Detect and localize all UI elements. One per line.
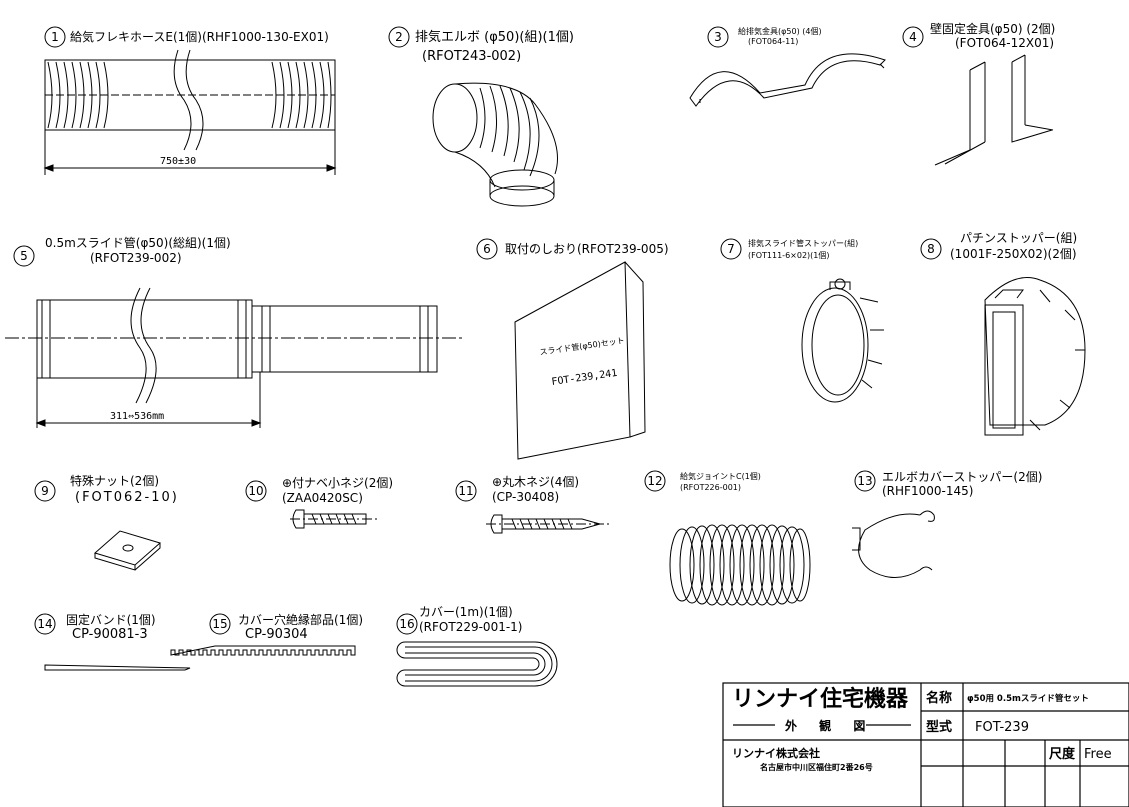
part-8-code: (1001F-250X02)(2個)	[950, 247, 1077, 261]
part-7-number: 7	[727, 242, 735, 256]
name-label: 名称	[926, 690, 952, 706]
part-9-number: 9	[41, 484, 49, 498]
part-8-number: 8	[927, 242, 935, 256]
part-13: 13 エルボカバーストッパー(2個) (RHF1000-145)	[852, 470, 1042, 578]
part-6: 6 取付のしおり(RFOT239-005) スライド管(φ50)セット FOT-…	[476, 238, 669, 460]
slide-pipe-illustration	[5, 287, 465, 428]
part-11-number: 11	[458, 484, 473, 498]
name-value: φ50用 0.5mスライド管セット	[967, 693, 1089, 704]
part-14-number: 14	[37, 617, 52, 631]
part-2-code: (RFOT243-002)	[422, 49, 521, 64]
part-11: 11 ⊕丸木ネジ(4個) (CP-30408)	[455, 475, 610, 534]
part-14-name: 固定バンド(1個)	[66, 612, 156, 627]
flex-hose-illustration	[43, 49, 337, 175]
part-1-dimension: 750±30	[160, 156, 196, 167]
part-12-number: 12	[647, 474, 662, 488]
part-16-number: 16	[399, 617, 414, 631]
title-company: リンナイ株式会社	[732, 746, 820, 760]
title-block: リンナイ住宅機器 外 観 図 リンナイ株式会社 名古屋市中川区福住町2番26号 …	[722, 682, 1129, 807]
wall-bracket-illustration	[934, 54, 1054, 166]
part-15-name: カバー穴絶縁部品(1個)	[238, 612, 363, 627]
part-8: 8 パチンストッパー(組) (1001F-250X02)(2個)	[920, 231, 1086, 436]
part-9-name: 特殊ナット(2個)	[70, 473, 159, 488]
part-3-number: 3	[714, 30, 722, 44]
booklet-illustration	[514, 261, 646, 460]
part-2-number: 2	[395, 30, 403, 44]
part-16-name: カバー(1m)(1個)	[419, 605, 513, 619]
booklet-line-2: FOT-239,241	[551, 368, 618, 388]
stopper-illustration	[801, 278, 884, 403]
part-16-code: (RFOT229-001-1)	[419, 620, 522, 634]
part-11-name: ⊕丸木ネジ(4個)	[492, 475, 579, 489]
part-12-name: 給気ジョイントC(1個)	[680, 471, 761, 481]
title-address: 名古屋市中川区福住町2番26号	[760, 762, 873, 772]
part-10-name: ⊕付ナベ小ネジ(2個)	[282, 476, 393, 490]
part-4-name: 壁固定金具(φ50) (2個)	[930, 21, 1055, 36]
booklet-line-1: スライド管(φ50)セット	[539, 335, 625, 357]
part-14-code: CP-90081-3	[72, 627, 148, 642]
part-5-name: 0.5mスライド管(φ50)(総組)(1個)	[45, 235, 231, 250]
snap-stopper-illustration	[984, 277, 1086, 436]
part-1-name: 給気フレキホースE(1個)(RHF1000-130-EX01)	[70, 29, 329, 44]
model-value: FOT-239	[975, 720, 1029, 735]
part-10-code: (ZAA0420SC)	[282, 491, 363, 505]
nut-illustration	[93, 530, 162, 571]
part-15-code: CP-90304	[245, 627, 308, 642]
part-2: 2 排気エルボ (φ50)(組)(1個) (RFOT243-002)	[388, 26, 574, 207]
elbow-illustration	[432, 82, 558, 207]
part-5: 5 0.5mスライド管(φ50)(総組)(1個) (RFOT239-002) 3…	[5, 235, 465, 428]
part-11-code: (CP-30408)	[492, 490, 559, 504]
part-15-number: 15	[212, 617, 227, 631]
scale-value: Free	[1084, 747, 1112, 762]
bracket-illustration	[689, 53, 886, 107]
part-9: 9 特殊ナット(2個) (FOT062-10)	[34, 473, 179, 571]
part-7: 7 排気スライド管ストッパー(組) (FOT111-6×02)(1個)	[720, 238, 884, 403]
part-12: 12 給気ジョイントC(1個) (RFOT226-001)	[644, 470, 811, 606]
scale-label: 尺度	[1049, 746, 1076, 762]
part-4: 4 壁固定金具(φ50) (2個) (FOT064-12X01)	[902, 21, 1055, 166]
insulation-illustration	[170, 645, 356, 656]
part-5-number: 5	[20, 249, 28, 263]
joint-coil-illustration	[669, 524, 811, 606]
part-7-code: (FOT111-6×02)(1個)	[748, 250, 830, 260]
title-brand: リンナイ住宅機器	[732, 686, 909, 712]
part-5-dimension: 311⇔536mm	[110, 411, 164, 422]
part-4-code: (FOT064-12X01)	[955, 36, 1054, 50]
part-1: 1 給気フレキホースE(1個)(RHF1000-130-EX01) 750±30	[43, 26, 337, 175]
wood-screw-illustration	[486, 514, 610, 534]
part-10-number: 10	[248, 484, 263, 498]
model-label: 型式	[926, 719, 952, 735]
pan-screw-illustration	[290, 509, 380, 529]
part-4-number: 4	[909, 30, 917, 44]
part-7-name: 排気スライド管ストッパー(組)	[748, 238, 858, 248]
part-2-name: 排気エルボ (φ50)(組)(1個)	[415, 29, 574, 45]
part-15: 15 カバー穴絶縁部品(1個) CP-90304	[170, 612, 363, 656]
part-16: 16 カバー(1m)(1個) (RFOT229-001-1)	[396, 605, 558, 687]
part-13-name: エルボカバーストッパー(2個)	[882, 470, 1042, 484]
part-6-number: 6	[483, 242, 491, 256]
part-3-name: 給排気金具(φ50) (4個)	[738, 26, 822, 36]
part-3: 3 給排気金具(φ50) (4個) (FOT064-11)	[689, 26, 886, 107]
part-5-code: (RFOT239-002)	[90, 251, 182, 265]
part-8-name: パチンストッパー(組)	[960, 231, 1077, 245]
part-9-code: (FOT062-10)	[75, 490, 179, 505]
band-illustration	[44, 664, 191, 671]
part-10: 10 ⊕付ナベ小ネジ(2個) (ZAA0420SC)	[245, 476, 393, 529]
part-14: 14 固定バンド(1個) CP-90081-3	[34, 612, 191, 671]
part-12-code: (RFOT226-001)	[680, 483, 741, 492]
title-view: 外 観 図	[785, 718, 874, 733]
part-13-code: (RHF1000-145)	[882, 484, 973, 498]
part-13-number: 13	[857, 474, 872, 488]
part-6-name: 取付のしおり(RFOT239-005)	[505, 242, 669, 256]
part-3-code: (FOT064-11)	[748, 37, 798, 46]
cover-stopper-illustration	[852, 510, 935, 578]
part-1-number: 1	[51, 30, 59, 44]
cover-illustration	[396, 641, 558, 687]
